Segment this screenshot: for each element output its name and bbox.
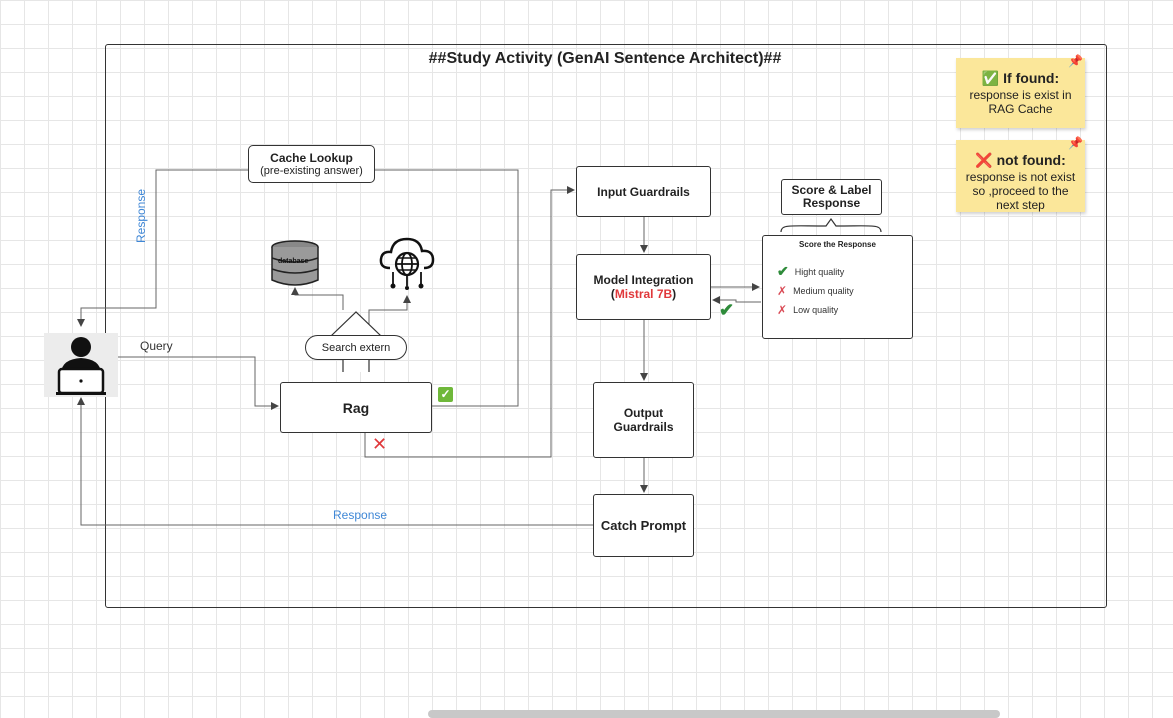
note-head: If found: xyxy=(1003,70,1060,86)
model-integration-title: Model Integration xyxy=(593,273,694,287)
cache-lookup-subtitle: (pre-existing answer) xyxy=(260,165,363,177)
note-head: not found: xyxy=(996,152,1066,168)
score-panel: Score the Response ✔ Hight quality ✗ Med… xyxy=(762,235,913,339)
search-to-web-connector xyxy=(368,295,411,326)
score-label-line1: Score & Label xyxy=(791,183,872,197)
check-icon: ✅ xyxy=(981,70,1000,86)
rag-box[interactable]: Rag xyxy=(280,382,432,433)
response-bottom-label: Response xyxy=(333,508,388,522)
check-green-icon: ✓ xyxy=(438,387,453,402)
diagram-frame xyxy=(105,44,1107,608)
cache-lookup-title: Cache Lookup xyxy=(270,151,353,165)
cross-red-icon: ✕ xyxy=(372,434,388,454)
database-icon: database xyxy=(270,240,320,288)
cross-red-icon: ✗ xyxy=(777,303,788,317)
note-body: response is not exist so ,proceed to the… xyxy=(965,170,1076,212)
pin-icon: 📌 xyxy=(1068,54,1083,68)
horizontal-scrollbar[interactable] xyxy=(428,710,1000,718)
score-item-label: Medium quality xyxy=(793,286,854,296)
score-panel-title: Score the Response xyxy=(799,240,876,249)
score-item-label: Hight quality xyxy=(794,266,845,277)
search-extern-button[interactable]: Search extern xyxy=(305,335,407,360)
output-guardrails-box[interactable]: Output Guardrails xyxy=(593,382,694,458)
cross-icon: ❌ xyxy=(975,152,993,168)
note-if-found[interactable]: 📌 ✅ If found: response is exist in RAG C… xyxy=(956,54,1085,128)
cross-red-icon: ✗ xyxy=(777,284,788,298)
model-name: Mistral 7B xyxy=(614,287,673,301)
query-connector xyxy=(118,356,279,410)
database-label: database xyxy=(278,258,309,265)
output-guardrails-line2: Guardrails xyxy=(613,420,674,434)
note-body: response is exist in RAG Cache xyxy=(969,88,1072,116)
checkmark-icon: ✔ xyxy=(719,300,735,320)
cache-response-connector xyxy=(77,169,248,327)
score-item-label: Low quality xyxy=(793,305,839,315)
user-icon xyxy=(44,333,118,397)
search-to-db-connector xyxy=(291,287,344,310)
cache-lookup-box[interactable]: Cache Lookup (pre-existing answer) xyxy=(248,145,375,183)
note-not-found[interactable]: 📌 ❌ not found: response is not exist so … xyxy=(956,136,1085,212)
score-item-low: ✗ Low quality xyxy=(777,303,838,317)
score-label-box[interactable]: Score & Label Response xyxy=(781,179,882,215)
score-to-model-connector xyxy=(712,296,761,304)
input-guardrails-connector xyxy=(364,186,575,458)
response-vertical-label: Response xyxy=(134,188,148,243)
model-integration-box[interactable]: Model Integration (Mistral 7B) xyxy=(576,254,711,320)
score-brace xyxy=(780,217,882,233)
score-item-medium: ✗ Medium quality xyxy=(777,284,854,298)
cloud-globe-icon xyxy=(378,234,436,290)
model-paren-open: ( xyxy=(610,287,615,301)
output-guardrails-line1: Output xyxy=(623,406,664,420)
diagram-title: ##Study Activity (GenAI Sentence Archite… xyxy=(428,50,782,67)
check-green-icon: ✔ xyxy=(777,263,789,279)
score-item-high: ✔ Hight quality xyxy=(777,263,844,280)
query-label: Query xyxy=(140,339,173,353)
pin-icon: 📌 xyxy=(1068,136,1083,150)
catch-to-user-connector xyxy=(77,397,593,526)
catch-prompt-box[interactable]: Catch Prompt xyxy=(593,494,694,557)
score-label-line2: Response xyxy=(802,196,861,210)
model-name-line: (Mistral 7B) xyxy=(611,287,676,301)
input-guardrails-box[interactable]: Input Guardrails xyxy=(576,166,711,217)
cache-connector xyxy=(375,169,519,407)
model-paren-close: ) xyxy=(672,287,677,301)
